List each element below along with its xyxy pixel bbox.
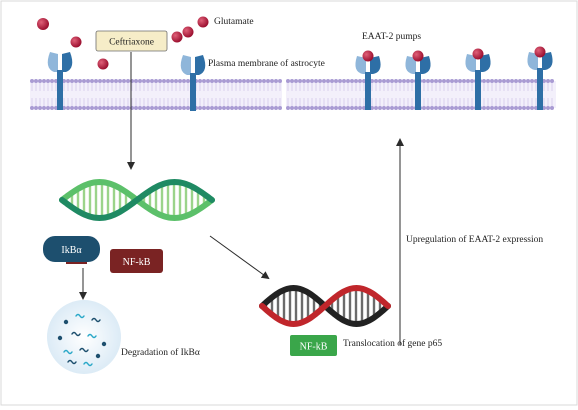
translocation-label: Translocation of gene p65 (343, 338, 442, 349)
nfkb-nuclear-box (290, 335, 337, 356)
arrow-to-translocation (209, 235, 270, 280)
eaat2-pump-icon (355, 50, 381, 110)
glutamate-icon (197, 16, 209, 28)
nfkb-nuclear-label: NF-kB (300, 342, 328, 353)
eaat2-pump-icon (465, 48, 491, 110)
degradation-label: Degradation of IkBα (121, 347, 200, 358)
glutamate-icon (182, 26, 194, 38)
ikba-box (43, 236, 100, 262)
membrane-label: Plasma membrane of astrocyte (208, 58, 325, 69)
glutamate-icon (70, 36, 82, 48)
glutamate-molecules (37, 16, 209, 70)
ikba-fragments (57, 313, 107, 367)
dna-helix-bottom (259, 284, 391, 328)
eaat2-pump-icon (527, 46, 553, 110)
ceftriaxone-box (95, 30, 168, 52)
nfkb-bound-box (110, 249, 163, 273)
transporter-icon (47, 52, 73, 110)
ceftriaxone-label: Ceftriaxone (109, 37, 154, 48)
transporter-icon (180, 55, 206, 111)
eaat2-pumps-label: EAAT-2 pumps (362, 32, 421, 42)
upregulation-label: Upregulation of EAAT-2 expression (406, 234, 543, 245)
eaat2-pump-icon (405, 50, 431, 110)
nfkb-bound-label: NF-kB (123, 257, 151, 268)
glutamate-icon (171, 31, 183, 43)
ikba-label: IkBα (61, 245, 82, 256)
glutamate-icon (97, 58, 109, 70)
glutamate-label: Glutamate (214, 17, 254, 27)
dna-helix-top (59, 178, 215, 222)
membrane-segment-left (30, 79, 282, 110)
degradation-vesicle (47, 300, 121, 374)
glutamate-icon (37, 18, 49, 30)
